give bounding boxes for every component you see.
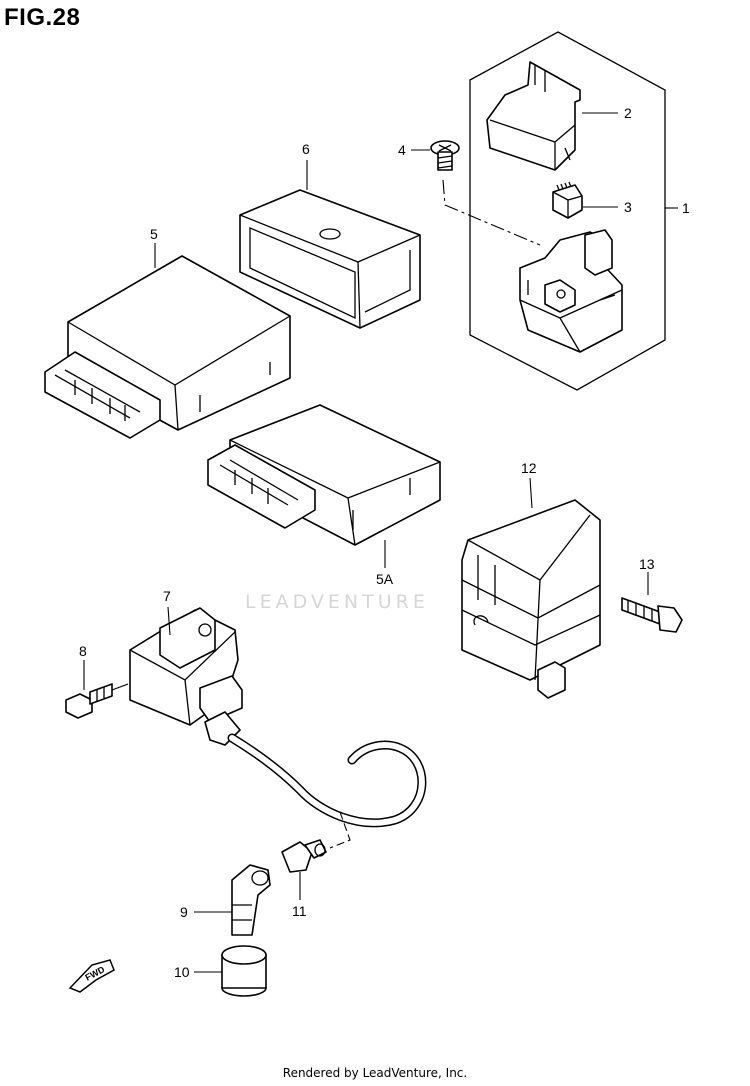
footer-credit: Rendered by LeadVenture, Inc.: [282, 1066, 468, 1080]
ecu-cover: [239, 189, 421, 329]
label-part-1: 1: [682, 200, 690, 216]
plug-cable-inner: [229, 735, 425, 826]
label-part-7: 7: [163, 588, 171, 604]
plug-cap: [231, 864, 271, 936]
label-part-8: 8: [79, 643, 87, 659]
label-part-9: 9: [180, 904, 188, 920]
assembly-dashline: [442, 179, 541, 246]
ignition-coil: [129, 607, 243, 746]
bolt-8: [65, 683, 113, 719]
fwd-arrow-icon: FWD: [68, 959, 115, 993]
label-part-12: 12: [521, 460, 537, 476]
ecu-5: [44, 255, 291, 439]
assembly-outline: [469, 31, 666, 391]
cable-dashline: [329, 811, 351, 849]
bolt-13: [621, 597, 683, 633]
fuse: [552, 181, 583, 219]
label-part-6: 6: [302, 141, 310, 157]
regulator-rectifier: [461, 499, 601, 699]
ecu-5a: [207, 404, 441, 546]
label-part-4: 4: [398, 142, 406, 158]
relay-cover: [486, 61, 581, 171]
leader-8b: [111, 683, 129, 691]
label-part-5a: 5A: [376, 571, 394, 587]
label-part-5: 5: [150, 226, 158, 242]
label-part-3: 3: [624, 199, 632, 215]
watermark: LEADVENTURE: [245, 591, 429, 613]
label-part-11: 11: [292, 903, 307, 919]
seal: [281, 839, 327, 873]
label-part-2: 2: [624, 105, 632, 121]
boot: [221, 945, 267, 997]
figure-title: FIG.28: [4, 4, 81, 31]
label-part-13: 13: [639, 556, 655, 572]
label-part-10: 10: [174, 964, 190, 980]
screw-4: [430, 140, 460, 171]
leader-7: [167, 606, 171, 636]
leader-12: [529, 477, 533, 509]
starter-relay: [519, 229, 623, 353]
